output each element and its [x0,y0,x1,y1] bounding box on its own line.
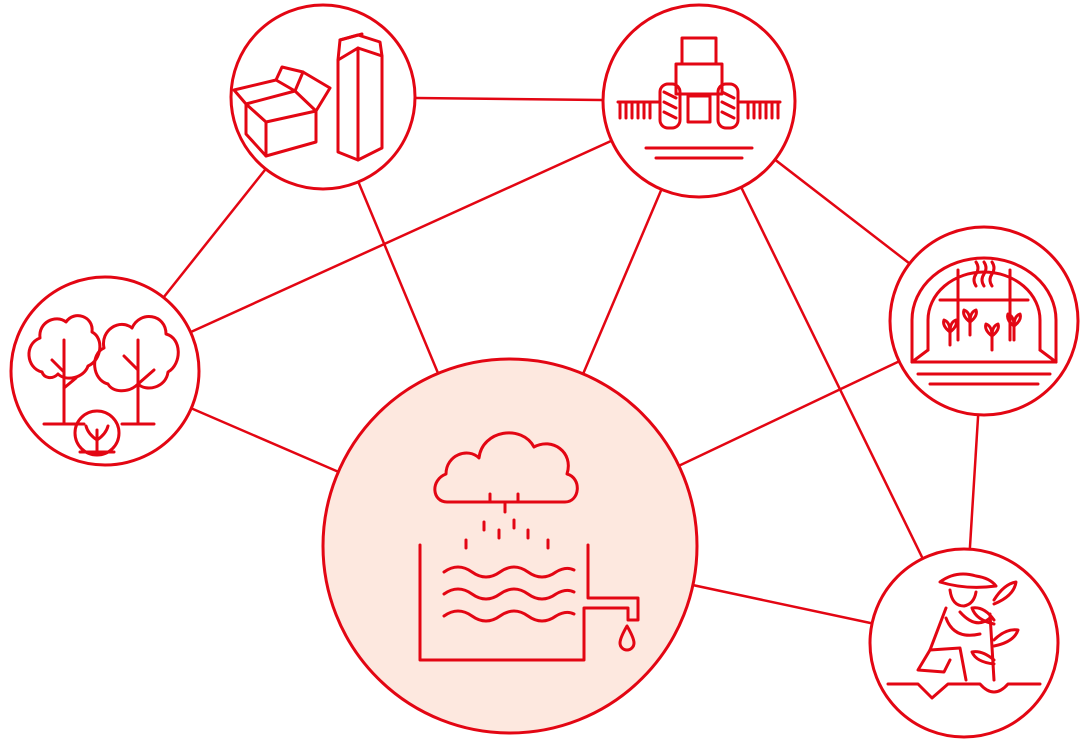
node-forest [9,275,201,467]
greenhouse-circle [888,225,1080,417]
node-tractor [601,3,797,199]
forest-circle [9,275,201,467]
farmer-circle [868,547,1060,739]
rainwater-circle [321,357,699,735]
node-farmer [868,547,1060,739]
link-tractor-farmer [697,100,966,644]
node-packaging [229,3,417,191]
node-rainwater [321,357,699,735]
forest-icon [27,314,180,457]
rainwater-tank-icon [418,431,640,662]
tractor-icon [616,36,782,160]
link-tractor-forest [104,99,700,373]
farmer-planting-icon [886,572,1042,700]
greenhouse-icon [910,256,1058,386]
packaging-icon [232,32,384,162]
node-greenhouse [888,225,1080,417]
